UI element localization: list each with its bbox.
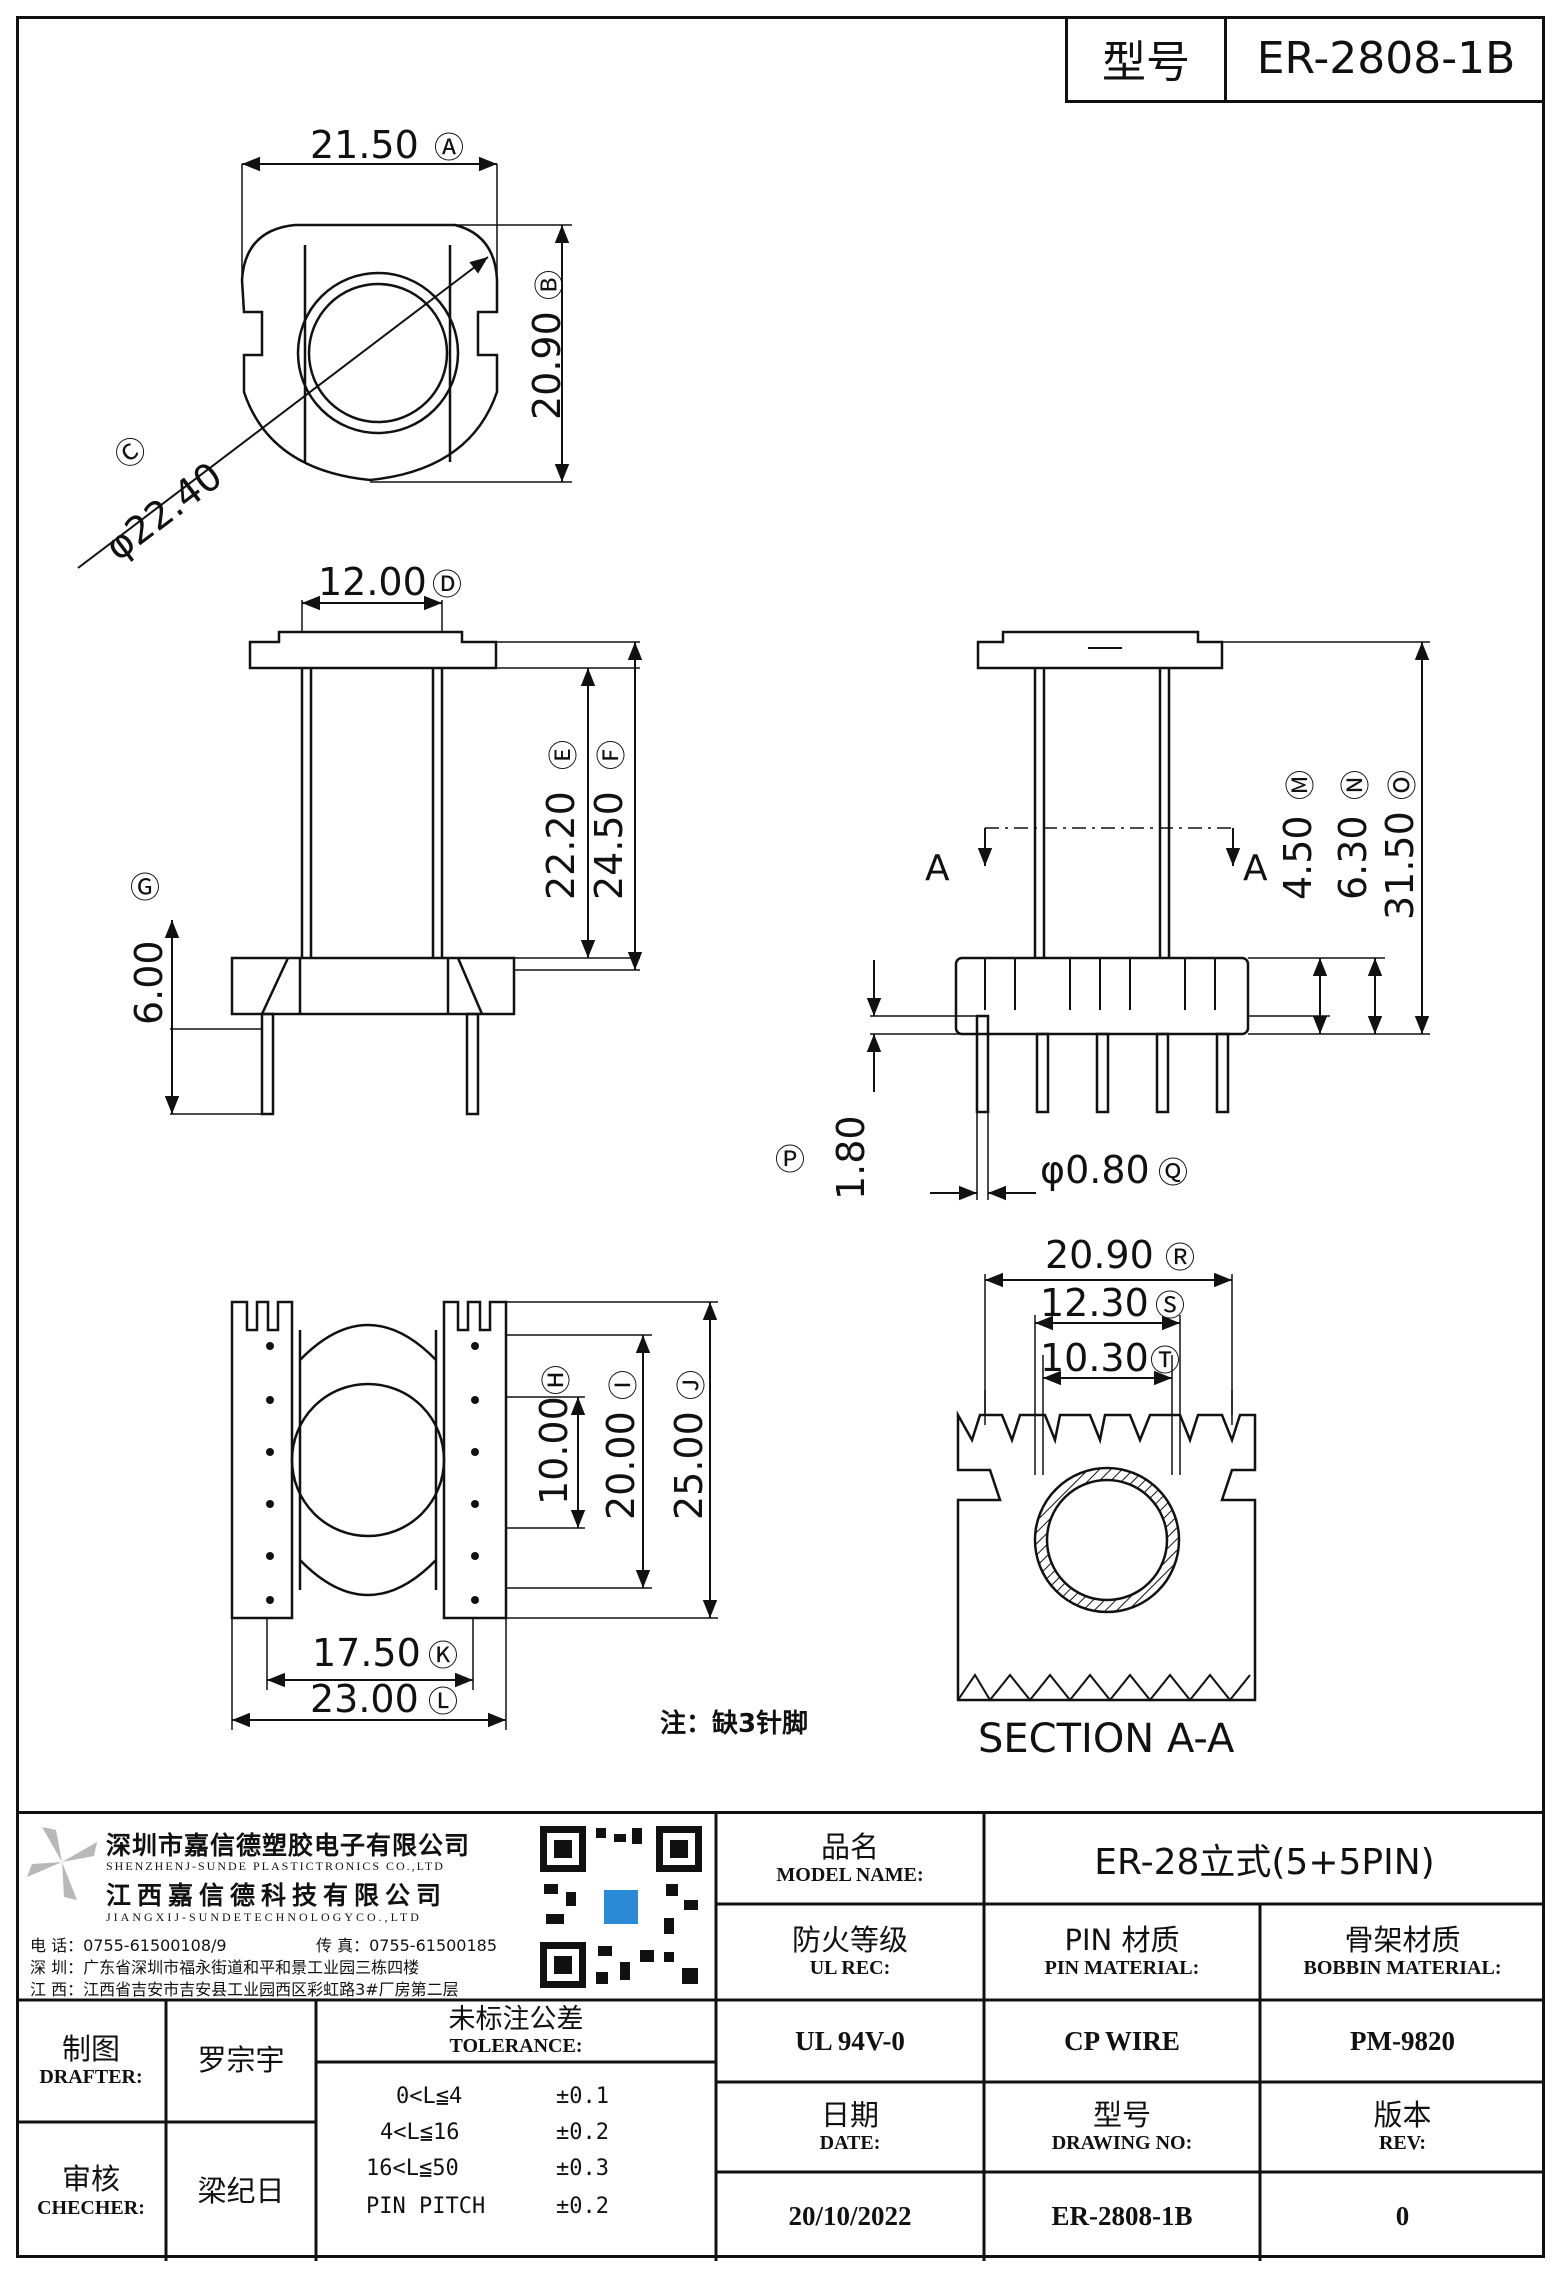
dim-O-marker: Ⓞ [1386, 770, 1421, 800]
dim-L-marker: Ⓛ [428, 1685, 458, 1720]
dim-R-marker: Ⓡ [1165, 1241, 1195, 1276]
drawing-frame [16, 16, 1545, 2258]
dim-C-marker: Ⓒ [109, 430, 154, 476]
rev-value: 0 [1395, 2201, 1410, 2231]
dim-A-value: 21.50 [310, 123, 419, 167]
tolerance-value-3: ±0.3 [556, 2156, 609, 2181]
dim-M-marker: Ⓜ [1284, 770, 1319, 800]
dim-P-marker: Ⓟ [775, 1143, 805, 1178]
pin-material-label: PIN 材质 PIN MATERIAL: [1044, 1922, 1200, 1980]
model-name-label: 品名 MODEL NAME: [776, 1829, 924, 1887]
company-name-jx-en: JIANGXIJ-SUNDETECHNOLOGYCO.,LTD [106, 1910, 422, 1924]
dim-E-value: 22.20 [539, 791, 583, 900]
dim-G-marker: Ⓖ [130, 871, 160, 906]
drafter-value: 罗宗宇 [197, 2043, 285, 2078]
front-view [164, 595, 643, 1116]
dim-F-marker: Ⓕ [595, 740, 630, 770]
dim-H-value: 10.00 [532, 1396, 576, 1505]
dim-B-marker: Ⓑ [533, 270, 568, 300]
title-block: 深圳市嘉信德塑胶电子有限公司 SHENZHENJ-SUNDE PLASTICTR… [16, 1811, 1545, 2261]
dim-L-value: 23.00 [310, 1677, 419, 1721]
title-block-grid [16, 1814, 1545, 2261]
company-address-jx: 江 西：江西省吉安市吉安县工业园西区彩虹路3#厂房第二层 [30, 1980, 459, 1999]
dim-N-marker: Ⓝ [1339, 770, 1374, 800]
company-phone: 电 话：0755-61500108/9 [30, 1936, 227, 1955]
section-title: SECTION A-A [978, 1716, 1235, 1762]
model-header: 型号 ER-2808-1B [1065, 16, 1545, 103]
dim-J-marker: Ⓙ [675, 1370, 710, 1400]
dim-M-value: 4.50 [1276, 815, 1320, 900]
model-header-value: ER-2808-1B [1256, 32, 1516, 84]
date-label: 日期 DATE: [819, 2097, 881, 2155]
checker-label: 审核 CHECHER: [37, 2162, 145, 2219]
dim-O-value: 31.50 [1378, 811, 1422, 920]
section-aa-view [956, 1272, 1257, 1702]
dim-I-value: 20.00 [599, 1411, 643, 1520]
dim-P-value: 1.80 [829, 1115, 873, 1200]
side-view [866, 630, 1430, 1201]
dim-J-value: 25.00 [667, 1411, 711, 1520]
company-block: 深圳市嘉信德塑胶电子有限公司 SHENZHENJ-SUNDE PLASTICTR… [16, 1814, 716, 2000]
checker-value: 梁纪日 [197, 2173, 285, 2208]
drafter-label: 制图 DRAFTER: [39, 2031, 143, 2089]
tolerance-value-2: ±0.2 [556, 2120, 609, 2145]
dim-K-marker: Ⓚ [428, 1639, 458, 1674]
company-fax: 传 真：0755-61500185 [316, 1936, 498, 1955]
dim-B-value: 20.90 [525, 311, 569, 420]
dim-G-value: 6.00 [127, 940, 171, 1025]
dim-A-marker: Ⓐ [434, 131, 464, 166]
dim-Q-value: φ0.80 [1040, 1148, 1150, 1192]
dim-R-value: 20.90 [1045, 1233, 1154, 1277]
model-name-value: ER-28立式(5+5PIN) [1094, 1842, 1435, 1883]
drawing-no-value: ER-2808-1B [1051, 2201, 1193, 2231]
dim-K-value: 17.50 [312, 1631, 421, 1675]
dim-D-value: 12.00 [318, 560, 427, 604]
section-arrow-right: A [1243, 848, 1268, 889]
company-name-jx: 江西嘉信德科技有限公司 [106, 1881, 448, 1910]
company-address-sz: 深 圳：广东省深圳市福永街道和平和景工业园三栋四楼 [30, 1958, 420, 1977]
bobbin-material-label: 骨架材质 BOBBIN MATERIAL: [1303, 1922, 1502, 1980]
tolerance-range-3: 16<L≦50 [366, 2156, 459, 2181]
company-name-sz: 深圳市嘉信德塑胶电子有限公司 [106, 1831, 471, 1860]
dim-T-value: 10.30 [1040, 1336, 1149, 1380]
date-value: 20/10/2022 [788, 2201, 912, 2231]
dim-I-marker: Ⓘ [607, 1370, 642, 1400]
tolerance-range-4: PIN PITCH [366, 2194, 486, 2219]
bobbin-material-value: PM-9820 [1350, 2025, 1455, 2056]
ul-rec-value: UL 94V-0 [795, 2025, 905, 2056]
model-header-key: 型号 [1068, 16, 1227, 100]
qr-code-icon [536, 1822, 706, 1992]
dim-N-value: 6.30 [1331, 815, 1375, 900]
tolerance-value-4: ±0.2 [556, 2194, 609, 2219]
dim-S-marker: Ⓢ [1155, 1289, 1185, 1324]
note-missing-pins: 注：缺3针脚 [660, 1708, 808, 1739]
tolerance-value-1: ±0.1 [556, 2084, 609, 2109]
company-logo-icon [27, 1827, 97, 1900]
dim-D-marker: Ⓓ [432, 568, 462, 603]
dim-S-value: 12.30 [1040, 1281, 1149, 1325]
drawing-no-label: 型号 DRAWING NO: [1051, 2097, 1193, 2155]
dim-Q-marker: Ⓠ [1158, 1156, 1188, 1191]
company-name-sz-en: SHENZHENJ-SUNDE PLASTICTRONICS CO.,LTD [106, 1859, 445, 1873]
tolerance-label: 未标注公差 TOLERANCE: [448, 2003, 584, 2058]
ul-rec-label: 防火等级 UL REC: [791, 1922, 908, 1980]
dim-H-marker: Ⓗ [540, 1365, 575, 1395]
pin-dots [266, 1342, 479, 1604]
section-arrow-left: A [925, 848, 950, 889]
dim-C-value: φ22.40 [97, 453, 230, 569]
dim-E-marker: Ⓔ [547, 740, 582, 770]
dim-F-value: 24.50 [587, 791, 631, 900]
top-view [77, 156, 572, 569]
tolerance-range-1: 0<L≦4 [396, 2084, 463, 2109]
dim-T-marker: Ⓣ [1150, 1344, 1180, 1379]
pin-material-value: CP WIRE [1064, 2025, 1180, 2056]
bottom-view [230, 1300, 718, 1730]
tolerance-range-2: 4<L≦16 [380, 2120, 460, 2145]
rev-label: 版本 REV: [1373, 2097, 1432, 2155]
